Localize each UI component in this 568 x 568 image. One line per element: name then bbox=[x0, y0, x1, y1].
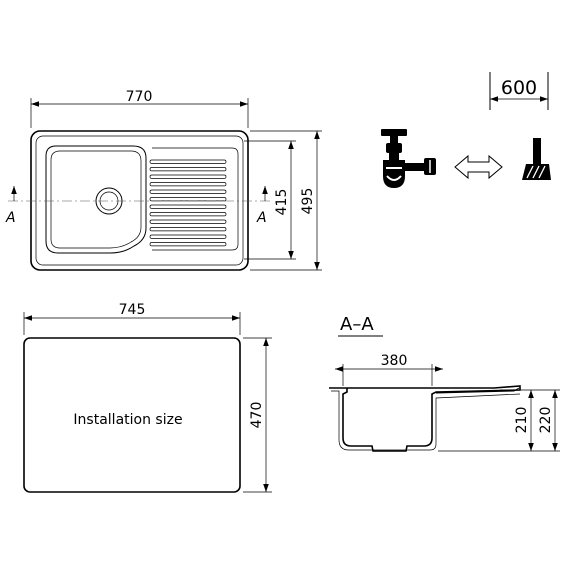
section-mark-left: A bbox=[5, 210, 16, 226]
dim-495: 495 bbox=[300, 188, 316, 215]
dim-415: 415 bbox=[274, 189, 290, 216]
drainboard-groove bbox=[149, 234, 227, 239]
drainboard-groove bbox=[149, 219, 227, 224]
drainboard-groove bbox=[149, 182, 227, 187]
dim-470: 470 bbox=[249, 402, 265, 429]
drainboard-groove bbox=[149, 227, 227, 232]
dim-745: 745 bbox=[119, 302, 146, 318]
drainboard-groove bbox=[149, 212, 227, 217]
drainboard-groove bbox=[149, 174, 227, 179]
sink-inner-rim bbox=[35, 135, 244, 266]
cabinet-wall-icon bbox=[522, 138, 551, 180]
dim-210: 210 bbox=[514, 407, 530, 434]
bowl-inner bbox=[50, 150, 142, 249]
drainboard-groove bbox=[149, 189, 227, 194]
double-arrow-icon bbox=[454, 154, 503, 180]
cutout-outline bbox=[23, 337, 241, 493]
dim-380: 380 bbox=[381, 353, 408, 369]
bowl-outline bbox=[45, 145, 147, 254]
section-title: A–A bbox=[340, 314, 374, 335]
sink-profile-inner bbox=[331, 390, 521, 451]
drainboard-groove bbox=[149, 242, 227, 247]
section-mark-right: A bbox=[256, 210, 267, 226]
cutout-view: Installation size 745 470 bbox=[23, 302, 272, 493]
sink-profile-outer bbox=[329, 385, 521, 452]
siphon-icon bbox=[381, 129, 436, 188]
drainboard-groove bbox=[149, 197, 227, 202]
drainboard-outline bbox=[152, 147, 239, 251]
sink-outline bbox=[30, 130, 249, 271]
section-view: A–A 380 210 220 bbox=[329, 314, 560, 452]
cutout-label: Installation size bbox=[73, 412, 182, 428]
drainboard-grooves bbox=[149, 159, 227, 247]
drainboard-profile bbox=[435, 387, 520, 394]
drainboard-groove bbox=[149, 204, 227, 209]
drainboard-groove bbox=[149, 159, 227, 164]
drainboard-groove bbox=[149, 167, 227, 172]
dim-220: 220 bbox=[538, 407, 554, 434]
dim-600: 600 bbox=[501, 77, 537, 99]
top-view: A A 770 415 495 bbox=[5, 89, 322, 271]
dim-770: 770 bbox=[126, 89, 153, 105]
cabinet-dimension: 600 bbox=[489, 72, 549, 110]
